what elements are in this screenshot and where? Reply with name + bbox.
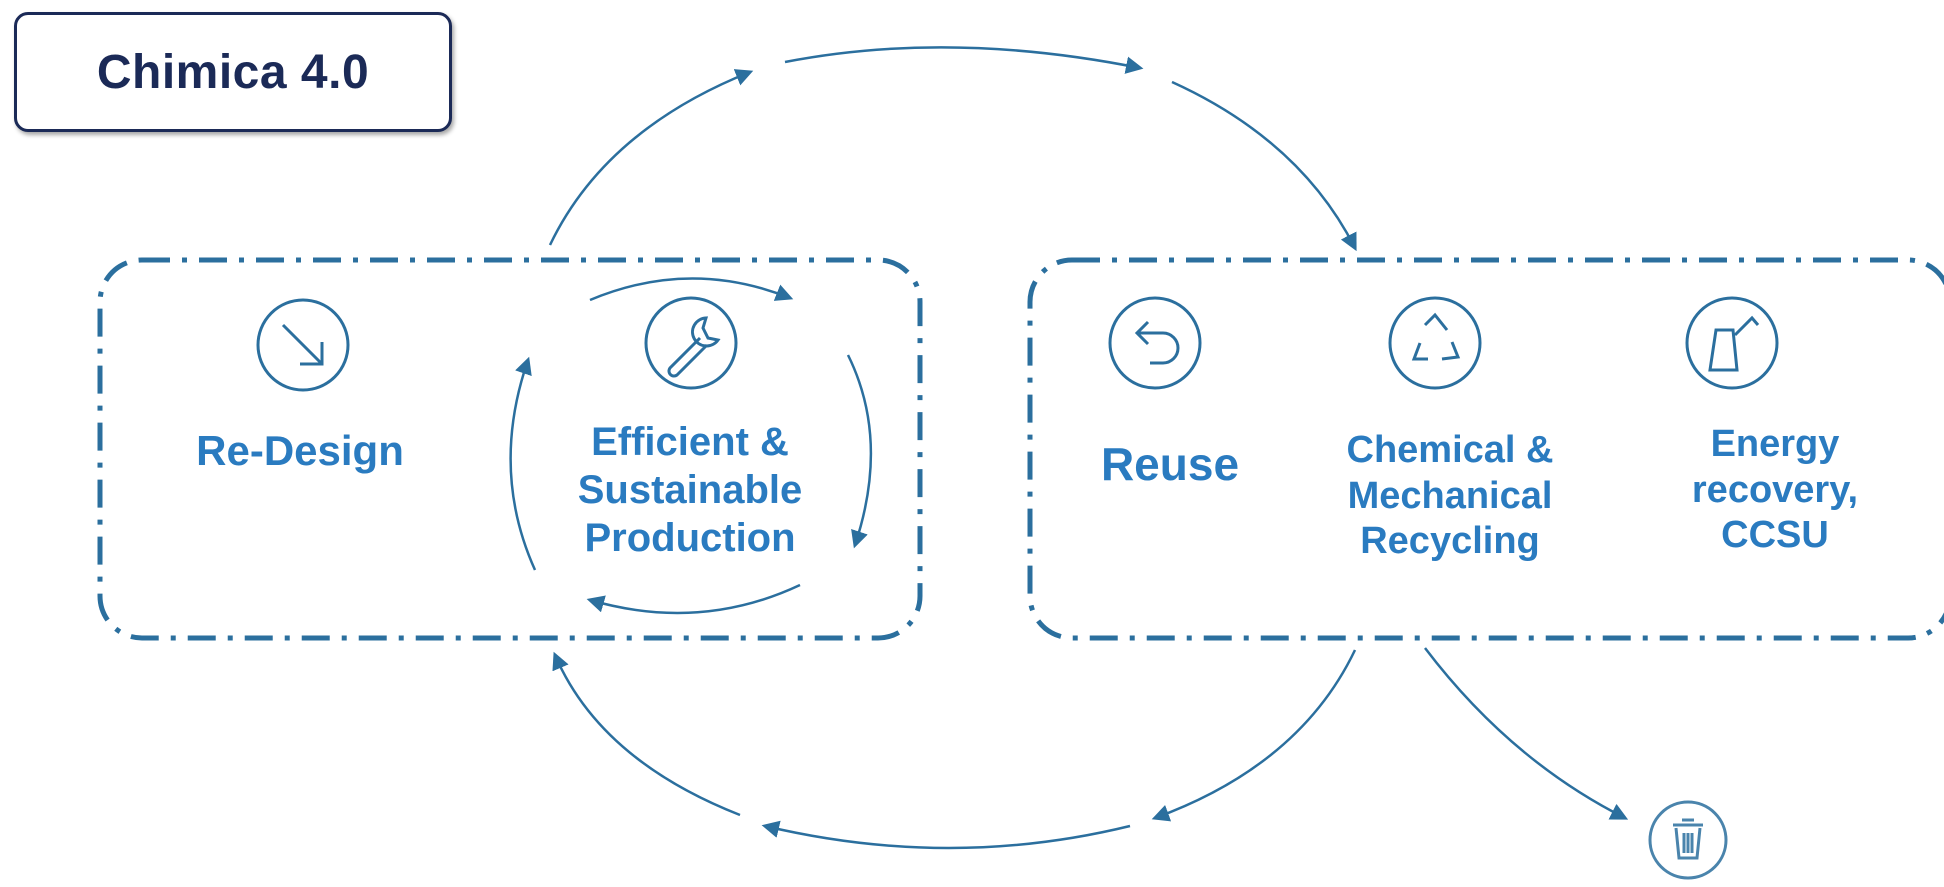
inner-cycle-arrow-right: [846, 354, 873, 549]
trash-icon: [1648, 800, 1728, 880]
wrench-icon: [644, 296, 738, 390]
top-loop-arrow-2: [784, 46, 1144, 74]
inner-cycle-arrow-left: [509, 356, 537, 571]
undo-arrow-icon: [1108, 296, 1202, 390]
end-of-life-group-box: [1027, 257, 1944, 641]
efficient-production-label: Efficient & Sustainable Production: [577, 420, 803, 560]
top-loop-arrow-1: [548, 69, 754, 246]
disposal-arrow: [1424, 647, 1629, 820]
title-box: Chimica 4.0: [14, 12, 452, 132]
redesign-label: Re-Design: [196, 427, 404, 474]
bottom-loop-arrow-3: [552, 651, 741, 817]
top-loop-arrow-3: [1171, 80, 1357, 252]
energy-recovery-label: Energy recovery, CCSU: [1691, 423, 1859, 557]
energy-factory-icon: [1685, 296, 1779, 390]
bottom-loop-arrow-1: [1151, 649, 1357, 822]
chemical-recycling-label: Chemical & Mechanical Recycling: [1346, 429, 1554, 563]
design-production-group-box: [97, 257, 923, 641]
inner-cycle-arrow-bottom: [586, 583, 801, 615]
arrow-down-right-icon: [256, 298, 350, 392]
inner-cycle-arrow-top: [589, 277, 794, 302]
title-text: Chimica 4.0: [96, 45, 370, 99]
reuse-label: Reuse: [1100, 438, 1240, 490]
bottom-loop-arrow-2: [761, 820, 1131, 850]
recycle-icon: [1388, 296, 1482, 390]
